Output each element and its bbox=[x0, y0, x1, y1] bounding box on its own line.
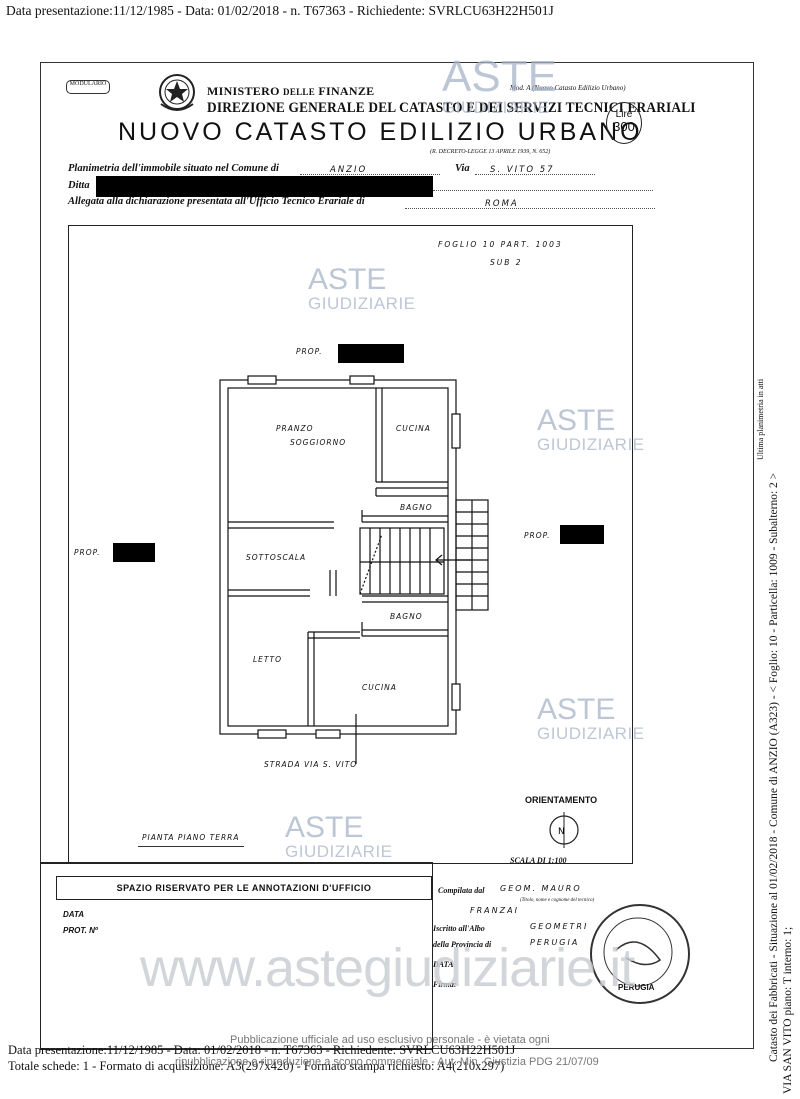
footer-line-2: Totale schede: 1 - Formato di acquisizio… bbox=[8, 1059, 505, 1073]
redacted-owner bbox=[96, 176, 433, 197]
prop-right-label: PROP. bbox=[524, 531, 551, 540]
prop-left-label: PROP. bbox=[74, 548, 101, 557]
compilata-data-label: DATA bbox=[433, 960, 454, 969]
foglio-label: FOGLIO 10 PART. 1003 bbox=[438, 240, 563, 249]
street-label: STRADA VIA S. VITO bbox=[264, 760, 358, 769]
watermark-plan-bottom: ASTE GIUDIZIARIE bbox=[285, 811, 393, 861]
via-line bbox=[475, 174, 595, 175]
room-soggiorno: SOGGIORNO bbox=[290, 438, 347, 447]
room-letto: LETTO bbox=[253, 655, 282, 664]
compilata-surname: FRANZAI bbox=[470, 906, 519, 915]
provincia-value: PERUGIA bbox=[530, 938, 580, 947]
prop-top-label: PROP. bbox=[296, 347, 323, 356]
modulario-box: MODULARIO bbox=[66, 80, 110, 94]
side-stamp-text: Ultima planimetria in atti bbox=[756, 378, 765, 460]
watermark-plan-top: ASTE GIUDIZIARIE bbox=[308, 263, 416, 313]
redacted-prop-left bbox=[113, 543, 155, 562]
floor-plan-drawing bbox=[219, 375, 489, 764]
allegata-line bbox=[405, 208, 655, 209]
watermark-right-mid: ASTE GIUDIZIARIE bbox=[537, 404, 645, 454]
planimetria-label: Planimetria dell'immobile situato nel Co… bbox=[68, 163, 279, 174]
allegata-label: Allegata alla dichiarazione presentata a… bbox=[68, 196, 365, 207]
comune-value: ANZIO bbox=[330, 165, 368, 175]
scale-label: SCALA DI 1:100 bbox=[510, 856, 567, 865]
room-bagno-top: BAGNO bbox=[400, 503, 433, 512]
via-value: S. VITO 57 bbox=[490, 165, 555, 175]
redacted-prop-top bbox=[338, 344, 404, 363]
sheet-border bbox=[40, 62, 754, 1049]
side-via-text: VIA SAN VITO piano: T interno: 1; bbox=[782, 926, 794, 1094]
stamp-seal-icon bbox=[603, 917, 673, 987]
svg-text:N: N bbox=[558, 827, 565, 837]
redacted-prop-right bbox=[560, 525, 604, 544]
annot-prot-label: PROT. Nº bbox=[63, 926, 98, 935]
watermark-right-low: ASTE GIUDIZIARIE bbox=[537, 693, 645, 743]
comune-line bbox=[300, 174, 440, 175]
ministry-label: MINISTERO DELLE FINANZE bbox=[207, 84, 375, 98]
orientamento-label: ORIENTAMENTO bbox=[525, 795, 598, 805]
compilata-label: Compilata dal bbox=[438, 886, 485, 895]
direzione-label: DIREZIONE GENERALE DEL CATASTO E DEI SER… bbox=[207, 100, 696, 116]
ditta-label: Ditta bbox=[68, 180, 90, 191]
albo-value: GEOMETRI bbox=[530, 922, 589, 931]
annotations-box bbox=[40, 862, 433, 1050]
ditta-line bbox=[433, 190, 653, 191]
stamp-text: PERUGIA bbox=[618, 983, 655, 992]
lire-stamp: Lire 300 bbox=[606, 102, 642, 144]
room-cucina-bottom: CUCINA bbox=[362, 683, 397, 692]
room-bagno-bottom: BAGNO bbox=[390, 612, 423, 621]
footer-line-1: Data presentazione:11/12/1985 - Data: 01… bbox=[8, 1043, 516, 1057]
watermark-url: www.astegiudiziarie.it bbox=[140, 938, 635, 998]
room-cucina-top: CUCINA bbox=[396, 424, 431, 433]
compilata-caption: (Titolo, nome e cognome del tecnico) bbox=[520, 898, 595, 903]
compilata-name: GEOM. MAURO bbox=[500, 884, 582, 893]
mod-a-label: Mod. A (Nuovo Catasto Edilizio Urbano) bbox=[510, 84, 626, 92]
room-sottoscala: SOTTOSCALA bbox=[246, 553, 307, 562]
firma-label: Firma: bbox=[433, 980, 457, 989]
sub-label: SUB 2 bbox=[490, 258, 523, 267]
footer-overlay-1: Pubblicazione ufficiale ad uso esclusivo… bbox=[230, 1034, 550, 1046]
surveyor-stamp bbox=[590, 904, 690, 1004]
pianta-label: PIANTA PIANO TERRA bbox=[142, 833, 240, 842]
ufficio-value: ROMA bbox=[485, 199, 519, 209]
annot-data-label: DATA bbox=[63, 910, 85, 919]
form-title: NUOVO CATASTO EDILIZIO URBANO bbox=[118, 118, 643, 146]
presentation-header: Data presentazione:11/12/1985 - Data: 01… bbox=[6, 3, 554, 18]
annotations-header: SPAZIO RISERVATO PER LE ANNOTAZIONI D'UF… bbox=[56, 876, 432, 900]
iscritto-label: Iscritto all'Albo bbox=[433, 924, 485, 933]
republic-emblem-icon bbox=[159, 74, 195, 111]
via-label: Via bbox=[455, 163, 470, 174]
room-pranzo: PRANZO bbox=[276, 424, 314, 433]
watermark-top: ASTE GIUDIZIARIE bbox=[442, 52, 557, 117]
pianta-underline bbox=[138, 846, 244, 847]
footer-overlay-2: ripubblicazione o riproduzione a scopo c… bbox=[175, 1056, 599, 1068]
north-arrow-icon: N bbox=[549, 812, 579, 848]
decreto-note: (R. DECRETO-LEGGE 13 APRILE 1939, N. 652… bbox=[430, 149, 551, 155]
side-catasto-text: Catasto dei Fabbricati - Situazione al 0… bbox=[768, 472, 780, 1062]
provincia-label: della Provincia di bbox=[433, 940, 492, 949]
